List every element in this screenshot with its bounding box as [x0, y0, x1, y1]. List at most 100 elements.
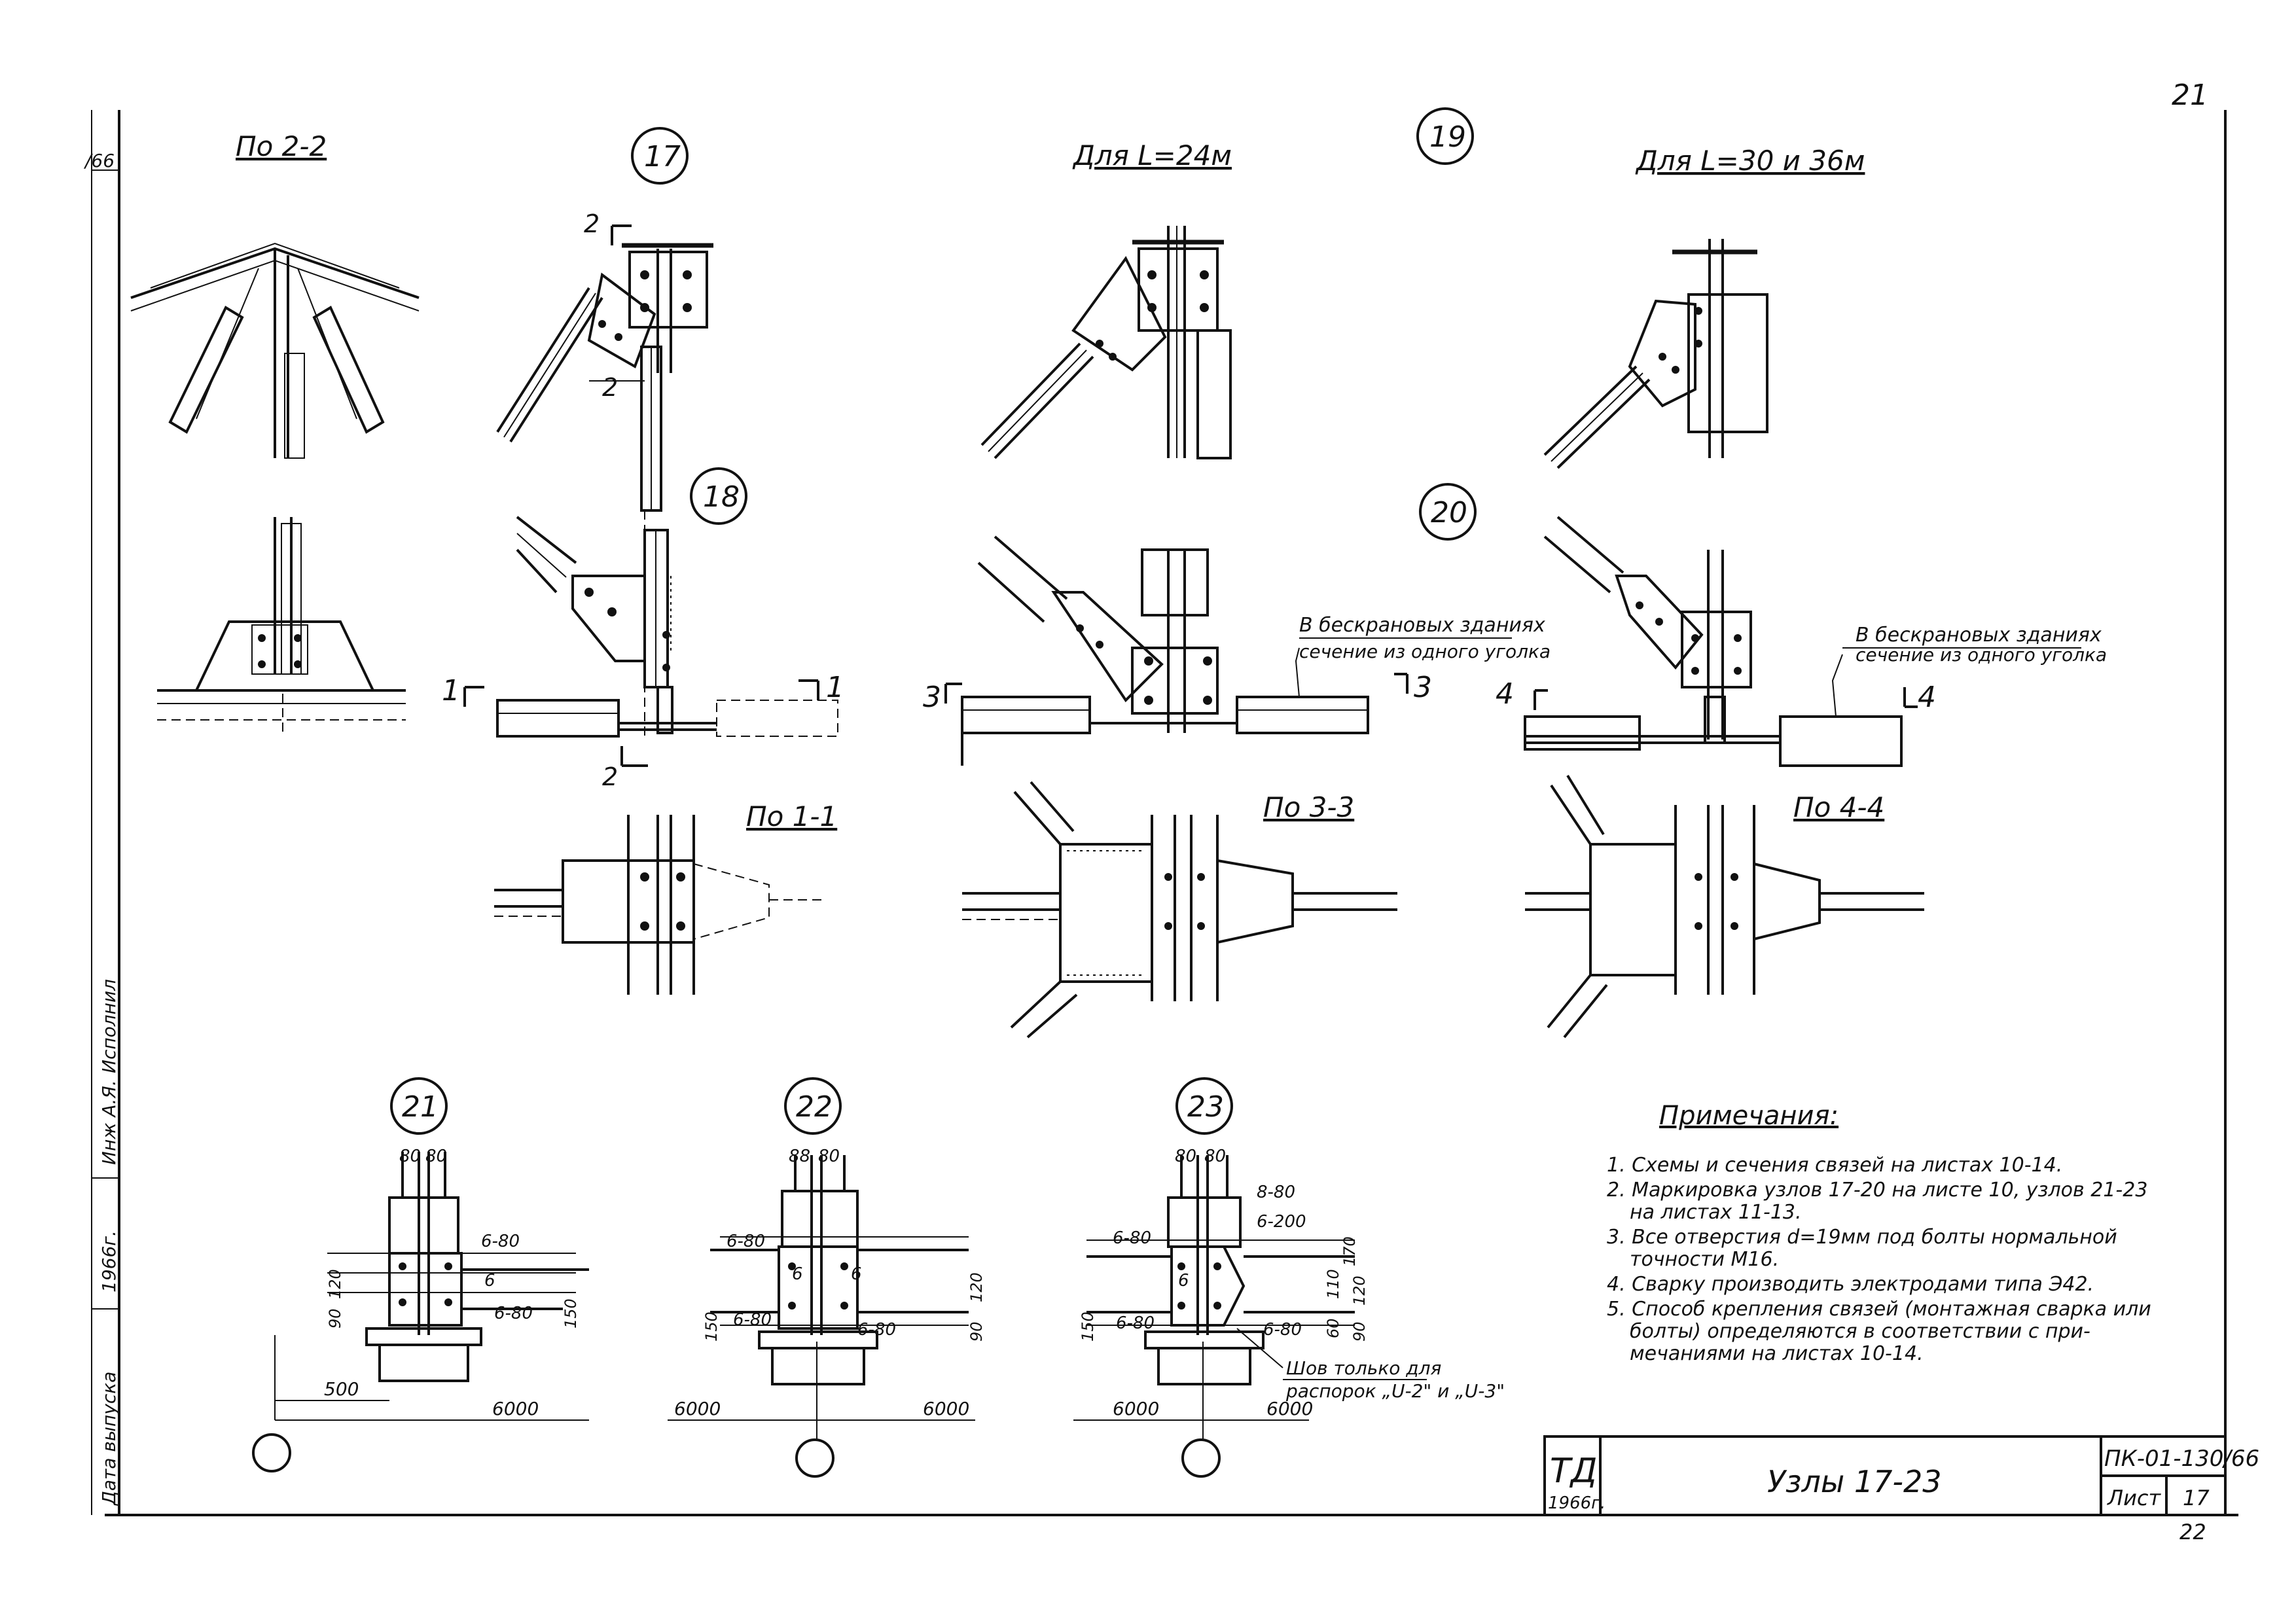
n23-dim-6000a: 6000: [1113, 1398, 1159, 1419]
notes-block: Примечания: 1. Схемы и сечения связей на…: [1607, 1101, 2151, 1365]
n23-dim-6-80a: 6-80: [1113, 1228, 1151, 1248]
note-line-6: 4. Сварку производить электродами типа Э…: [1607, 1273, 2094, 1296]
callout-craneless-1-line1: В бескрановых зданиях: [1299, 614, 1545, 637]
n22-dim-6a: 6: [792, 1264, 803, 1284]
n22-dim-88: 88: [789, 1147, 810, 1166]
note-line-8: болты) определяются в соответствии с при…: [1630, 1320, 2090, 1343]
title-for-l24: Для L=24м: [1072, 139, 1232, 171]
view-2-2-ridge: [130, 242, 420, 459]
n21-dim-90: 90: [326, 1308, 344, 1329]
margin-stamp: /66 1966г. Инж А.Я. Исполнил Дата выпуск…: [83, 150, 120, 1507]
n23-dim-6: 6: [1178, 1271, 1189, 1291]
callout-weld-line1: Шов только для: [1286, 1357, 1441, 1379]
note-line-1: 1. Схемы и сечения связей на листах 10-1…: [1607, 1154, 2062, 1177]
title-section-3-3: По 3-3: [1263, 791, 1354, 823]
margin-executor: Исполнил: [98, 979, 120, 1073]
view-titles: По 2-2 Для L=24м Для L=30 и 36м По 1-1 П…: [236, 130, 1884, 832]
callout-craneless-1-line2: сечение из одного уголка: [1299, 641, 1551, 662]
n22-dim-6-80a: 6-80: [726, 1232, 765, 1251]
n21-dim-6000: 6000: [492, 1398, 539, 1419]
n23-dim-6000b: 6000: [1266, 1398, 1313, 1419]
n22-dim-6000a: 6000: [674, 1398, 721, 1419]
note-line-5: точности М16.: [1630, 1248, 1779, 1271]
title-section-2-2: По 2-2: [236, 130, 327, 162]
n21-dim-6: 6: [484, 1271, 495, 1291]
node-21-detail: 80 80 6-80 6-80 6 150 90 120 500 6000: [252, 1147, 589, 1472]
node-19-detail: [980, 226, 1232, 459]
mark-4-left: 4: [1496, 677, 1514, 711]
view-ridge-plan: [157, 517, 406, 733]
node-20-detail: 3 3 В бескрановых зданиях сечение из одн…: [923, 535, 1551, 766]
n23-dim-6-200: 6-200: [1257, 1212, 1306, 1232]
title-year: 1966г.: [1548, 1493, 1605, 1513]
n23-dim-170: 170: [1340, 1236, 1359, 1266]
title-code: ПК-01-130/66: [2104, 1446, 2259, 1472]
title-section-1-1: По 1-1: [746, 800, 837, 832]
title-org: ТД: [1550, 1452, 1597, 1491]
margin-year: 1966г.: [98, 1230, 120, 1293]
section-3-3-detail: [962, 781, 1397, 1039]
mark-3-right: 3: [1414, 671, 1432, 704]
node-23: 23: [1187, 1090, 1224, 1124]
title-section-4-4: По 4-4: [1793, 791, 1884, 823]
mark-2-bottom: 2: [602, 762, 618, 791]
n22-dim-80: 80: [818, 1147, 840, 1166]
node-17-detail: 2 2: [496, 209, 713, 740]
node-18: 18: [703, 480, 740, 514]
margin-code: /66: [83, 150, 115, 171]
n21-dim-150: 150: [562, 1298, 580, 1329]
title-block: ТД 1966г. Узлы 17-23 ПК-01-130/66 Лист 1…: [1543, 1435, 2259, 1544]
n23-dim-150: 150: [1079, 1311, 1097, 1342]
n23-dim-80b: 80: [1204, 1147, 1226, 1166]
node-22-detail: 88 80 6-80 6-80 6-80 6 6 150 90 120 6000…: [668, 1147, 986, 1478]
section-4-4-detail: [1525, 774, 1924, 1039]
n23-dim-120: 120: [1350, 1275, 1369, 1306]
mark-3-left: 3: [923, 681, 941, 714]
n23-dim-6-80b: 6-80: [1116, 1313, 1155, 1333]
mark-1-right: 1: [826, 671, 844, 704]
n21-dim-80b: 80: [425, 1147, 447, 1166]
n22-dim-6b: 6: [851, 1264, 862, 1284]
note-line-7: 5. Способ крепления связей (монтажная св…: [1607, 1298, 2151, 1321]
node-18-detail: 1 1 2: [442, 516, 844, 791]
section-1-1-detail: [494, 815, 825, 995]
node-l30-36-lower-detail: 4 4 В бескрановых зданиях сечение из одн…: [1496, 516, 2107, 767]
node-21: 21: [402, 1090, 439, 1124]
note-line-2: 2. Маркировка узлов 17-20 на листе 10, у…: [1607, 1179, 2147, 1202]
n21-dim-80a: 80: [399, 1147, 421, 1166]
title-bottom-number: 22: [2179, 1520, 2206, 1544]
n22-dim-150: 150: [702, 1311, 721, 1342]
node-l30-36-detail: [1543, 239, 1768, 469]
callout-craneless-2-line1: В бескрановых зданиях: [1856, 624, 2102, 647]
title-sheet-value: 17: [2183, 1486, 2210, 1510]
title-main: Узлы 17-23: [1767, 1464, 1942, 1499]
n23-dim-80a: 80: [1175, 1147, 1196, 1166]
mark-2-top: 2: [584, 209, 600, 238]
node-23-detail: 80 80 8-80 6-200 6-80 6-80 6-80 6 150 17…: [1073, 1147, 1505, 1478]
n22-dim-90: 90: [967, 1321, 986, 1342]
n23-dim-110: 110: [1324, 1269, 1342, 1299]
mark-1-left: 1: [442, 674, 460, 707]
margin-engineer: Инж А.Я.: [98, 1080, 120, 1165]
node-22: 22: [796, 1090, 833, 1124]
callout-craneless-2-line2: сечение из одного уголка: [1856, 644, 2107, 666]
note-line-4: 3. Все отверстия d=19мм под болты нормал…: [1607, 1226, 2117, 1249]
mark-4-right: 4: [1918, 681, 1936, 714]
n22-dim-6000b: 6000: [923, 1398, 969, 1419]
title-for-l30-36: Для L=30 и 36м: [1635, 145, 1865, 177]
callout-weld-line2: распорок „U-2" и „U-3": [1285, 1380, 1505, 1402]
node-17: 17: [644, 140, 681, 173]
n21-dim-500: 500: [324, 1378, 359, 1400]
node-20: 20: [1431, 496, 1467, 529]
mark-2-mid: 2: [602, 373, 618, 402]
n21-dim-120: 120: [326, 1269, 344, 1299]
n23-dim-6-80c: 6-80: [1263, 1320, 1302, 1340]
node-19: 19: [1429, 120, 1466, 154]
title-sheet-label: Лист: [2107, 1486, 2161, 1510]
n22-dim-120: 120: [967, 1272, 986, 1302]
margin-release-date: Дата выпуска: [98, 1372, 120, 1507]
n23-dim-90: 90: [1350, 1321, 1369, 1342]
n22-dim-6-80b: 6-80: [733, 1310, 772, 1330]
sheet-number-top: 21: [2172, 79, 2208, 112]
